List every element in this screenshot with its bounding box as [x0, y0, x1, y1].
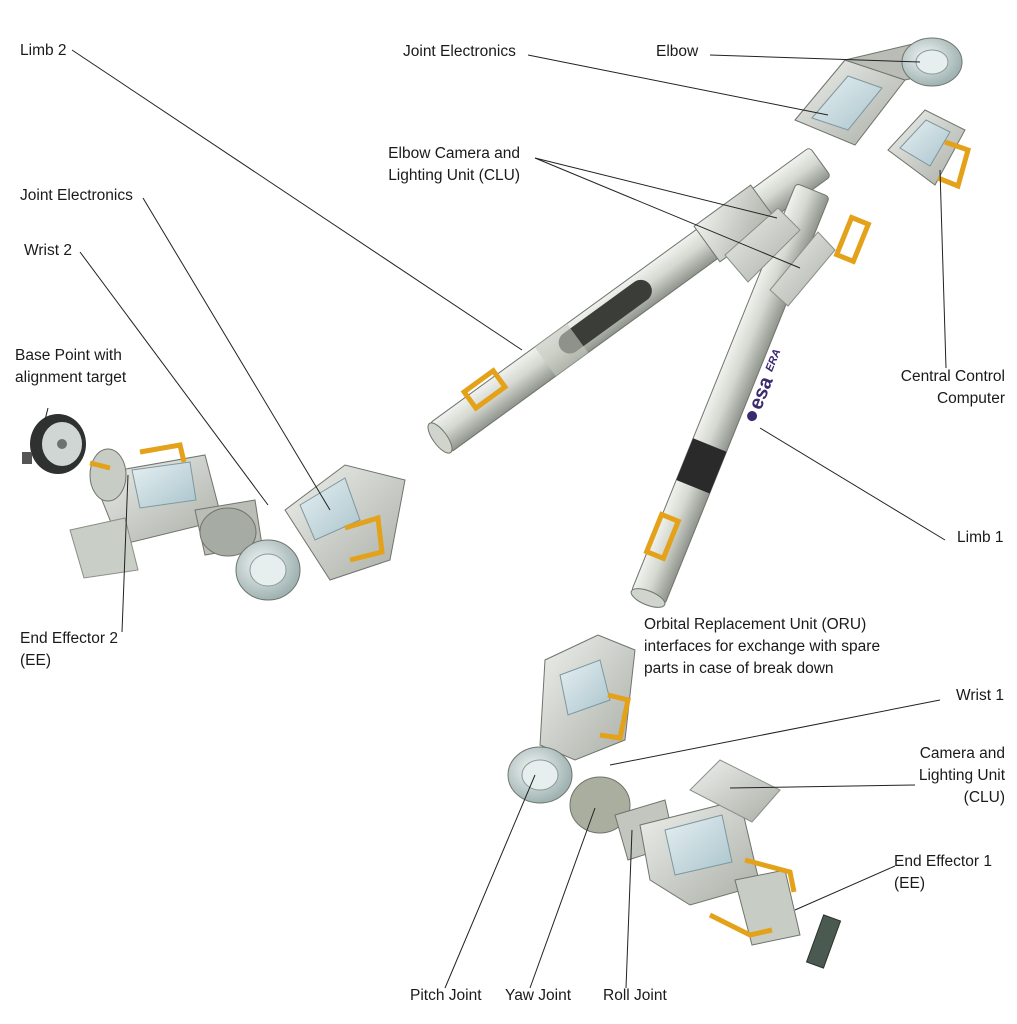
- label-elbow-clu: Elbow Camera and Lighting Unit (CLU): [380, 143, 520, 187]
- label-central-control-line2: Computer: [936, 390, 1005, 407]
- label-pitch-joint: Pitch Joint: [410, 987, 482, 1004]
- label-end-effector-2-line1: End Effector 2: [20, 630, 118, 647]
- label-wrist-2: Wrist 2: [24, 242, 72, 259]
- label-end-effector-2-line2: (EE): [20, 652, 51, 669]
- label-yaw-joint: Yaw Joint: [505, 987, 572, 1004]
- label-joint-electronics-left: Joint Electronics: [20, 187, 133, 204]
- label-clu-line2: Lighting Unit: [918, 767, 1005, 784]
- elbow-clu-boxes: [724, 207, 836, 307]
- label-end-effector-1: End Effector 1 (EE): [894, 851, 992, 895]
- label-oru-line3: parts in case of break down: [644, 660, 834, 677]
- elbow-assembly: [794, 37, 972, 190]
- label-clu-line3: (CLU): [963, 789, 1005, 806]
- label-joint-electronics-top: Joint Electronics: [403, 43, 516, 60]
- clu-box: [689, 759, 781, 823]
- label-clu-line1: Camera and: [919, 745, 1005, 762]
- label-end-effector-1-line1: End Effector 1: [894, 853, 992, 870]
- label-central-control: Central Control Computer: [880, 366, 1005, 410]
- label-base-point-line2: alignment target: [15, 369, 127, 386]
- limb-2-handle: [460, 367, 509, 412]
- limb-1-handle-upper: [833, 214, 872, 265]
- label-base-point-line1: Base Point with: [15, 347, 122, 364]
- label-elbow-clu-line1: Elbow Camera and: [388, 145, 520, 162]
- label-roll-joint: Roll Joint: [603, 987, 667, 1004]
- label-elbow: Elbow: [656, 43, 699, 60]
- label-limb-2: Limb 2: [20, 42, 67, 59]
- label-oru-line1: Orbital Replacement Unit (ORU): [644, 616, 867, 633]
- label-oru: Orbital Replacement Unit (ORU) interface…: [644, 614, 880, 680]
- label-oru-line2: interfaces for exchange with spare: [644, 638, 881, 655]
- label-central-control-line1: Central Control: [900, 368, 1005, 385]
- label-limb-1: Limb 1: [957, 529, 1004, 546]
- label-clu: Camera and Lighting Unit (CLU): [880, 743, 1005, 809]
- label-elbow-clu-line2: Lighting Unit (CLU): [388, 167, 520, 184]
- base-point-target: [22, 414, 86, 474]
- limb-1-handle-lower: [643, 511, 682, 562]
- wrist-1-assembly: [507, 634, 842, 969]
- label-end-effector-1-line2: (EE): [894, 875, 925, 892]
- label-wrist-1: Wrist 1: [956, 687, 1004, 704]
- yaw-joint-disc: [569, 776, 631, 834]
- limb-2: [427, 148, 830, 454]
- label-end-effector-2: End Effector 2 (EE): [20, 628, 118, 672]
- wrist-2-assembly: [22, 414, 406, 601]
- leader-lines: [44, 49, 947, 989]
- end-effector-1-tip: [805, 914, 842, 969]
- label-base-point: Base Point with alignment target: [15, 345, 126, 389]
